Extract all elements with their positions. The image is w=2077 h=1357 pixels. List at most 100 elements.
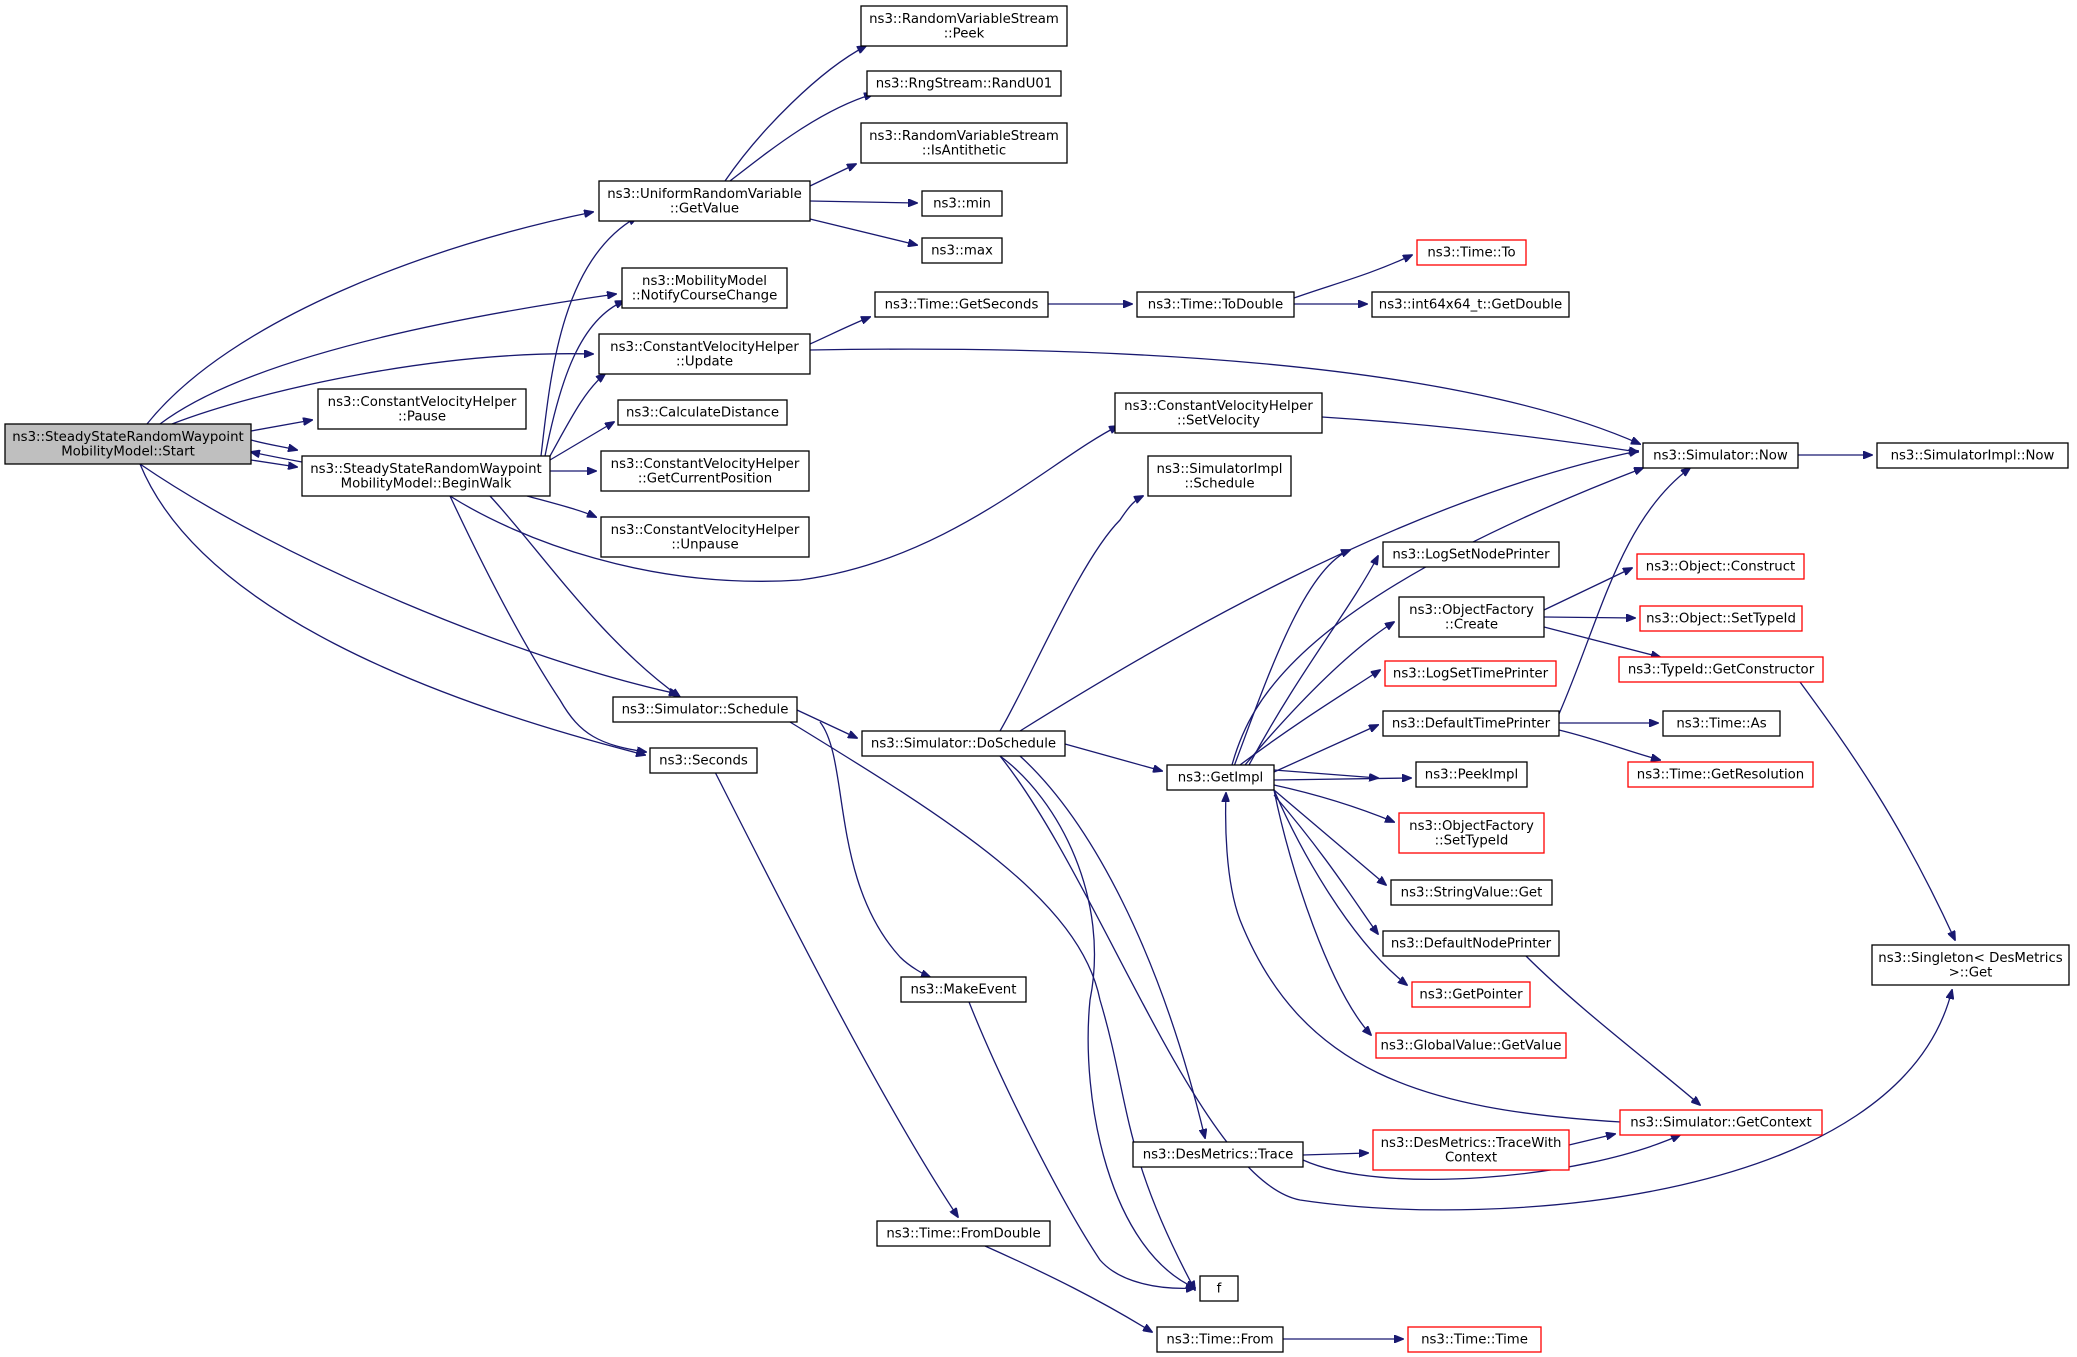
node-getpointer[interactable]: ns3::GetPointer bbox=[1411, 981, 1531, 1008]
node-doschedule[interactable]: ns3::Simulator::DoSchedule bbox=[861, 730, 1066, 757]
node-box bbox=[1411, 981, 1531, 1008]
call-edge bbox=[1273, 789, 1386, 885]
node-rvs_peek[interactable]: ns3::RandomVariableStream::Peek bbox=[860, 5, 1068, 47]
node-getdouble[interactable]: ns3::int64x64_t::GetDouble bbox=[1371, 291, 1570, 318]
node-start[interactable]: ns3::SteadyStateRandomWaypointMobilityMo… bbox=[4, 423, 252, 465]
node-urv_getvalue[interactable]: ns3::UniformRandomVariable::GetValue bbox=[598, 180, 811, 222]
node-box bbox=[4, 423, 252, 465]
node-makeevent[interactable]: ns3::MakeEvent bbox=[900, 976, 1027, 1003]
node-fromdouble[interactable]: ns3::Time::FromDouble bbox=[876, 1220, 1051, 1247]
node-beginwalk[interactable]: ns3::SteadyStateRandomWaypointMobilityMo… bbox=[301, 455, 551, 497]
call-edge bbox=[1543, 568, 1632, 611]
call-edge bbox=[789, 721, 1195, 1290]
node-stringvalue_get[interactable]: ns3::StringValue::Get bbox=[1390, 879, 1553, 906]
node-box bbox=[1382, 930, 1560, 957]
node-box bbox=[1662, 710, 1781, 737]
node-f[interactable]: f bbox=[1199, 1275, 1239, 1302]
node-getseconds[interactable]: ns3::Time::GetSeconds bbox=[874, 291, 1049, 318]
call-edge bbox=[999, 755, 1952, 1211]
call-edge bbox=[729, 94, 873, 182]
node-logsettimeprinter[interactable]: ns3::LogSetTimePrinter bbox=[1384, 660, 1557, 687]
node-time_to[interactable]: ns3::Time::To bbox=[1416, 239, 1527, 266]
node-box bbox=[612, 696, 798, 723]
node-cvh_getpos[interactable]: ns3::ConstantVelocityHelper::GetCurrentP… bbox=[600, 450, 810, 492]
node-peekimpl[interactable]: ns3::PeekImpl bbox=[1415, 761, 1528, 788]
call-edge bbox=[1273, 794, 1378, 934]
node-label: ns3::Time::As bbox=[1676, 717, 1766, 732]
node-box bbox=[1166, 764, 1275, 791]
node-calcdist[interactable]: ns3::CalculateDistance bbox=[617, 399, 788, 426]
call-edge bbox=[250, 459, 297, 467]
node-label: ::Pause bbox=[398, 409, 446, 424]
node-time_getresolution[interactable]: ns3::Time::GetResolution bbox=[1627, 761, 1814, 788]
node-logsetnodeprinter[interactable]: ns3::LogSetNodePrinter bbox=[1382, 541, 1560, 568]
node-label: >::Get bbox=[1949, 965, 1993, 980]
node-box bbox=[874, 291, 1049, 318]
node-label: ns3::Time::Time bbox=[1421, 1333, 1528, 1348]
node-defaulttimeprinter[interactable]: ns3::DefaultTimePrinter bbox=[1382, 710, 1560, 737]
node-object_construct[interactable]: ns3::Object::Construct bbox=[1636, 553, 1805, 580]
call-edge bbox=[139, 463, 678, 694]
node-box bbox=[921, 190, 1003, 217]
node-globalvalue_getvalue[interactable]: ns3::GlobalValue::GetValue bbox=[1375, 1032, 1567, 1059]
node-label: ns3::SteadyStateRandomWaypoint bbox=[12, 430, 244, 445]
call-edge bbox=[1799, 681, 1955, 940]
node-box bbox=[600, 516, 810, 558]
node-min[interactable]: ns3::min bbox=[921, 190, 1003, 217]
node-box bbox=[1407, 1326, 1542, 1353]
node-sim_getcontext[interactable]: ns3::Simulator::GetContext bbox=[1619, 1109, 1823, 1136]
node-label: ns3::GlobalValue::GetValue bbox=[1381, 1039, 1562, 1054]
node-label: ns3::UniformRandomVariable bbox=[607, 187, 802, 202]
call-edge bbox=[999, 755, 1195, 1288]
call-edge bbox=[549, 374, 605, 457]
call-edge bbox=[999, 496, 1143, 732]
node-defaultnodeprinter[interactable]: ns3::DefaultNodePrinter bbox=[1382, 930, 1560, 957]
node-todouble[interactable]: ns3::Time::ToDouble bbox=[1136, 291, 1295, 318]
node-seconds[interactable]: ns3::Seconds bbox=[649, 747, 758, 774]
node-label: MobilityModel::Start bbox=[61, 444, 195, 459]
node-simimpl_now[interactable]: ns3::SimulatorImpl::Now bbox=[1876, 442, 2069, 469]
node-object_settypeid[interactable]: ns3::Object::SetTypeId bbox=[1639, 605, 1803, 632]
call-edge bbox=[809, 164, 856, 187]
node-label: ns3::Seconds bbox=[659, 754, 748, 769]
node-time_time[interactable]: ns3::Time::Time bbox=[1407, 1326, 1542, 1353]
node-box bbox=[1398, 812, 1545, 854]
node-time_as[interactable]: ns3::Time::As bbox=[1662, 710, 1781, 737]
node-time_from[interactable]: ns3::Time::From bbox=[1156, 1326, 1284, 1353]
node-notify[interactable]: ns3::MobilityModel::NotifyCourseChange bbox=[621, 267, 788, 309]
call-edge bbox=[1525, 955, 1700, 1105]
node-label: ns3::Object::SetTypeId bbox=[1646, 612, 1796, 627]
node-box bbox=[1156, 1326, 1284, 1353]
node-randu01[interactable]: ns3::RngStream::RandU01 bbox=[866, 70, 1062, 97]
call-edge bbox=[449, 495, 646, 752]
node-max[interactable]: ns3::max bbox=[921, 237, 1003, 264]
node-box bbox=[1147, 455, 1292, 497]
node-singleton_get[interactable]: ns3::Singleton< DesMetrics >::Get bbox=[1871, 944, 2070, 986]
node-cvh_update[interactable]: ns3::ConstantVelocityHelper::Update bbox=[598, 333, 811, 375]
node-objfactory_create[interactable]: ns3::ObjectFactory::Create bbox=[1398, 596, 1545, 638]
node-desmetrics_trace[interactable]: ns3::DesMetrics::Trace bbox=[1132, 1141, 1304, 1168]
node-box bbox=[860, 122, 1068, 164]
call-edge bbox=[1302, 1135, 1680, 1180]
node-isantithetic[interactable]: ns3::RandomVariableStream::IsAntithetic bbox=[860, 122, 1068, 164]
node-cvh_pause[interactable]: ns3::ConstantVelocityHelper::Pause bbox=[317, 388, 527, 430]
node-label: ns3::RandomVariableStream bbox=[869, 12, 1059, 27]
node-sim_now[interactable]: ns3::Simulator::Now bbox=[1642, 442, 1799, 469]
node-objfactory_settypeid[interactable]: ns3::ObjectFactory::SetTypeId bbox=[1398, 812, 1545, 854]
node-label: ::Update bbox=[676, 354, 733, 369]
node-cvh_unpause[interactable]: ns3::ConstantVelocityHelper::Unpause bbox=[600, 516, 810, 558]
node-sim_schedule[interactable]: ns3::Simulator::Schedule bbox=[612, 696, 798, 723]
call-edge bbox=[250, 420, 312, 432]
call-edge bbox=[1543, 617, 1635, 618]
call-edge bbox=[809, 317, 870, 345]
node-getimpl[interactable]: ns3::GetImpl bbox=[1166, 764, 1275, 791]
node-typeid_getconstructor[interactable]: ns3::TypeId::GetConstructor bbox=[1618, 656, 1824, 683]
node-label: ns3::ObjectFactory bbox=[1409, 819, 1534, 834]
node-cvh_setvel[interactable]: ns3::ConstantVelocityHelper::SetVelocity bbox=[1114, 392, 1323, 434]
node-label: ns3::Time::From bbox=[1166, 1333, 1273, 1348]
call-edge bbox=[1019, 755, 1205, 1138]
node-label: ns3::max bbox=[931, 244, 993, 259]
node-simimpl_schedule[interactable]: ns3::SimulatorImpl::Schedule bbox=[1147, 455, 1292, 497]
